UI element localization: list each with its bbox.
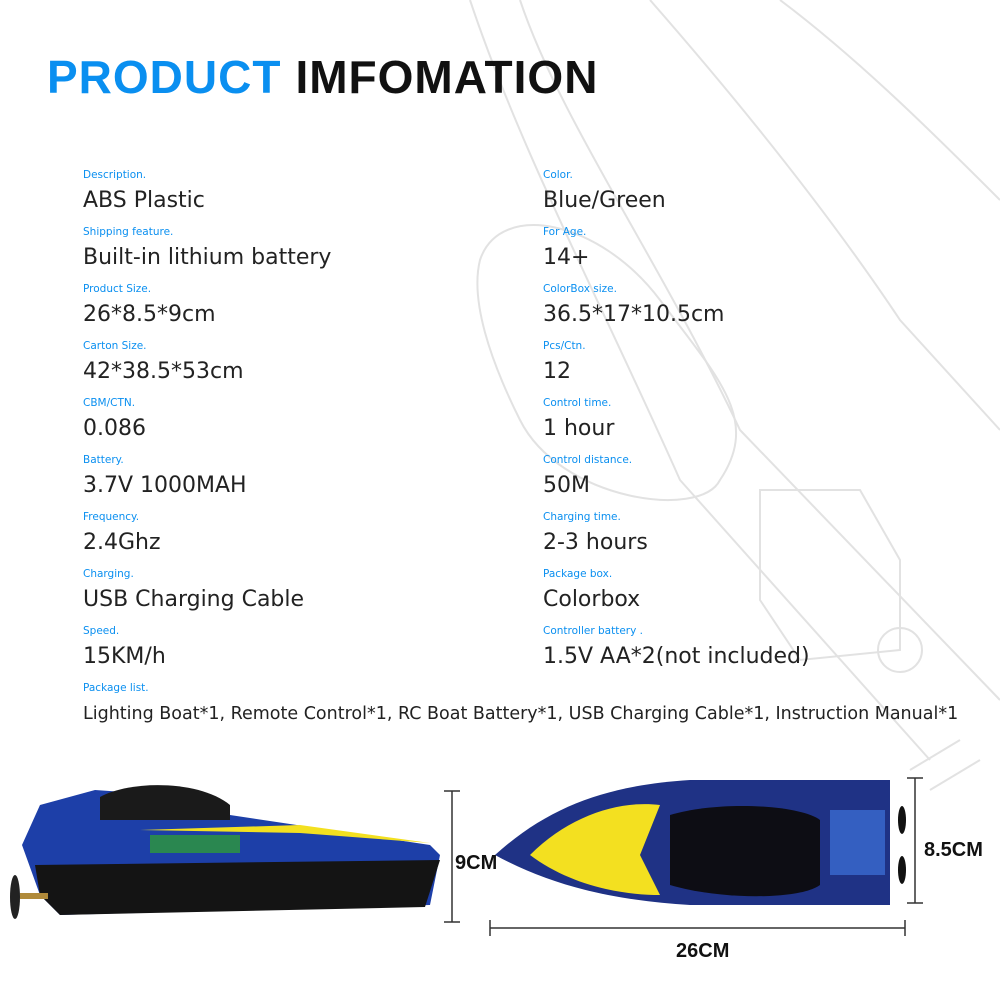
field-frequency: Frequency. 2.4Ghz <box>83 511 161 558</box>
field-charging-time: Charging time. 2-3 hours <box>543 511 648 558</box>
field-age: For Age. 14+ <box>543 226 589 273</box>
field-value: 50M <box>543 473 590 498</box>
field-label: Product Size. <box>83 283 152 295</box>
field-value: 2-3 hours <box>543 530 648 555</box>
field-label: ColorBox size. <box>543 283 617 295</box>
field-color: Color. Blue/Green <box>543 169 666 216</box>
field-value: 1.5V AA*2(not included) <box>543 644 810 669</box>
title-information: IMFOMATION <box>295 51 599 103</box>
field-label: Charging time. <box>543 511 621 523</box>
field-value: 15KM/h <box>83 644 166 669</box>
field-value: 26*8.5*9cm <box>83 302 216 327</box>
field-product-size: Product Size. 26*8.5*9cm <box>83 283 216 330</box>
field-battery: Battery. 3.7V 1000MAH <box>83 454 247 501</box>
field-value: USB Charging Cable <box>83 587 305 612</box>
boat-side-view-image <box>10 785 440 919</box>
field-label: Speed. <box>83 625 120 637</box>
field-carton-size: Carton Size. 42*38.5*53cm <box>83 340 244 387</box>
field-value: 14+ <box>543 245 590 270</box>
field-label: Control distance. <box>543 454 633 466</box>
field-label: Pcs/Ctn. <box>543 340 586 352</box>
field-cbm: CBM/CTN. 0.086 <box>83 397 146 444</box>
field-label: Controller battery . <box>543 625 643 637</box>
field-charging: Charging. USB Charging Cable <box>83 568 304 615</box>
field-value: Colorbox <box>543 587 641 612</box>
field-pcs-ctn: Pcs/Ctn. 12 <box>543 340 586 387</box>
field-label: Shipping feature. <box>83 226 174 238</box>
field-package-box: Package box. Colorbox <box>543 568 640 615</box>
dimension-width: 8.5CM <box>924 839 983 861</box>
field-label: For Age. <box>543 226 587 238</box>
field-speed: Speed. 15KM/h <box>83 625 166 672</box>
field-shipping-feature: Shipping feature. Built-in lithium batter… <box>83 226 331 273</box>
field-control-distance: Control distance. 50M <box>543 454 632 501</box>
field-value: 0.086 <box>83 416 146 441</box>
field-label: Package box. <box>543 568 613 580</box>
field-value: ABS Plastic <box>83 188 205 213</box>
field-value: 3.7V 1000MAH <box>83 473 247 498</box>
field-label: Charging. <box>83 568 134 580</box>
field-label: Control time. <box>543 397 612 409</box>
field-controller-battery: Controller battery . 1.5V AA*2(not includ… <box>543 625 810 672</box>
field-package-list: Package list. Lighting Boat*1, Remote Con… <box>83 682 958 729</box>
field-label: Carton Size. <box>83 340 147 352</box>
field-value: Blue/Green <box>543 188 666 213</box>
title-product: PRODUCT <box>47 51 282 103</box>
field-value: 2.4Ghz <box>83 530 161 555</box>
boat-top-view-image <box>495 780 906 905</box>
field-label: Description. <box>83 169 147 181</box>
field-value: 42*38.5*53cm <box>83 359 244 384</box>
dimension-length: 26CM <box>676 940 730 962</box>
field-colorbox-size: ColorBox size. 36.5*17*10.5cm <box>543 283 725 330</box>
field-description: Description. ABS Plastic <box>83 169 205 216</box>
field-label: Battery. <box>83 454 124 466</box>
field-value: 12 <box>543 359 571 384</box>
dimension-height: 9CM <box>455 852 498 874</box>
field-label: Color. <box>543 169 573 181</box>
field-value: Built-in lithium battery <box>83 245 332 270</box>
field-value: Lighting Boat*1, Remote Control*1, RC Bo… <box>83 704 959 724</box>
field-value: 36.5*17*10.5cm <box>543 302 725 327</box>
field-label: Package list. <box>83 682 149 694</box>
field-label: CBM/CTN. <box>83 397 136 409</box>
field-label: Frequency. <box>83 511 140 523</box>
field-control-time: Control time. 1 hour <box>543 397 614 444</box>
field-value: 1 hour <box>543 416 615 441</box>
